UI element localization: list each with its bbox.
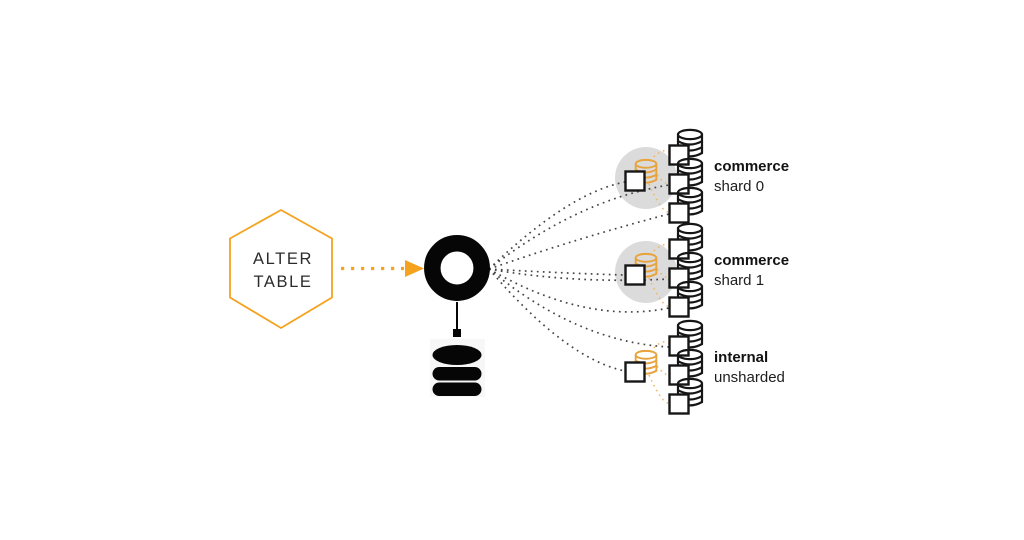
cluster-shard-label: unsharded bbox=[714, 369, 785, 386]
replication-line bbox=[648, 374, 670, 404]
vtgate-ring-icon bbox=[424, 235, 490, 301]
alter-table-hexagon bbox=[229, 208, 333, 330]
cluster-name-label: internal bbox=[714, 349, 768, 366]
cluster-name-label: commerce bbox=[714, 252, 789, 269]
cluster-internal-unsharded: internal unsharded bbox=[626, 321, 785, 414]
cluster-name-label: commerce bbox=[714, 158, 789, 175]
replication-line bbox=[648, 277, 670, 307]
query-arrow-head bbox=[405, 260, 424, 277]
hexagon-label-line1: ALTER bbox=[253, 250, 313, 268]
vtgate-route-lines bbox=[488, 181, 670, 372]
cluster-commerce-shard0: commerce shard 0 bbox=[626, 130, 789, 223]
cluster-commerce-shard1: commerce shard 1 bbox=[626, 224, 789, 317]
cluster-shard-label: shard 1 bbox=[714, 272, 764, 289]
vtgate-route-line bbox=[488, 268, 670, 313]
vtgate-route-line bbox=[488, 181, 626, 270]
replication-lines bbox=[648, 149, 670, 404]
topo-connector-node bbox=[453, 329, 461, 337]
cluster-shard-label: shard 0 bbox=[714, 178, 764, 195]
topo-database-icon bbox=[432, 345, 482, 396]
vtgate-route-line bbox=[488, 268, 626, 276]
replication-line bbox=[648, 183, 670, 213]
hexagon-label-line2: TABLE bbox=[253, 273, 312, 291]
